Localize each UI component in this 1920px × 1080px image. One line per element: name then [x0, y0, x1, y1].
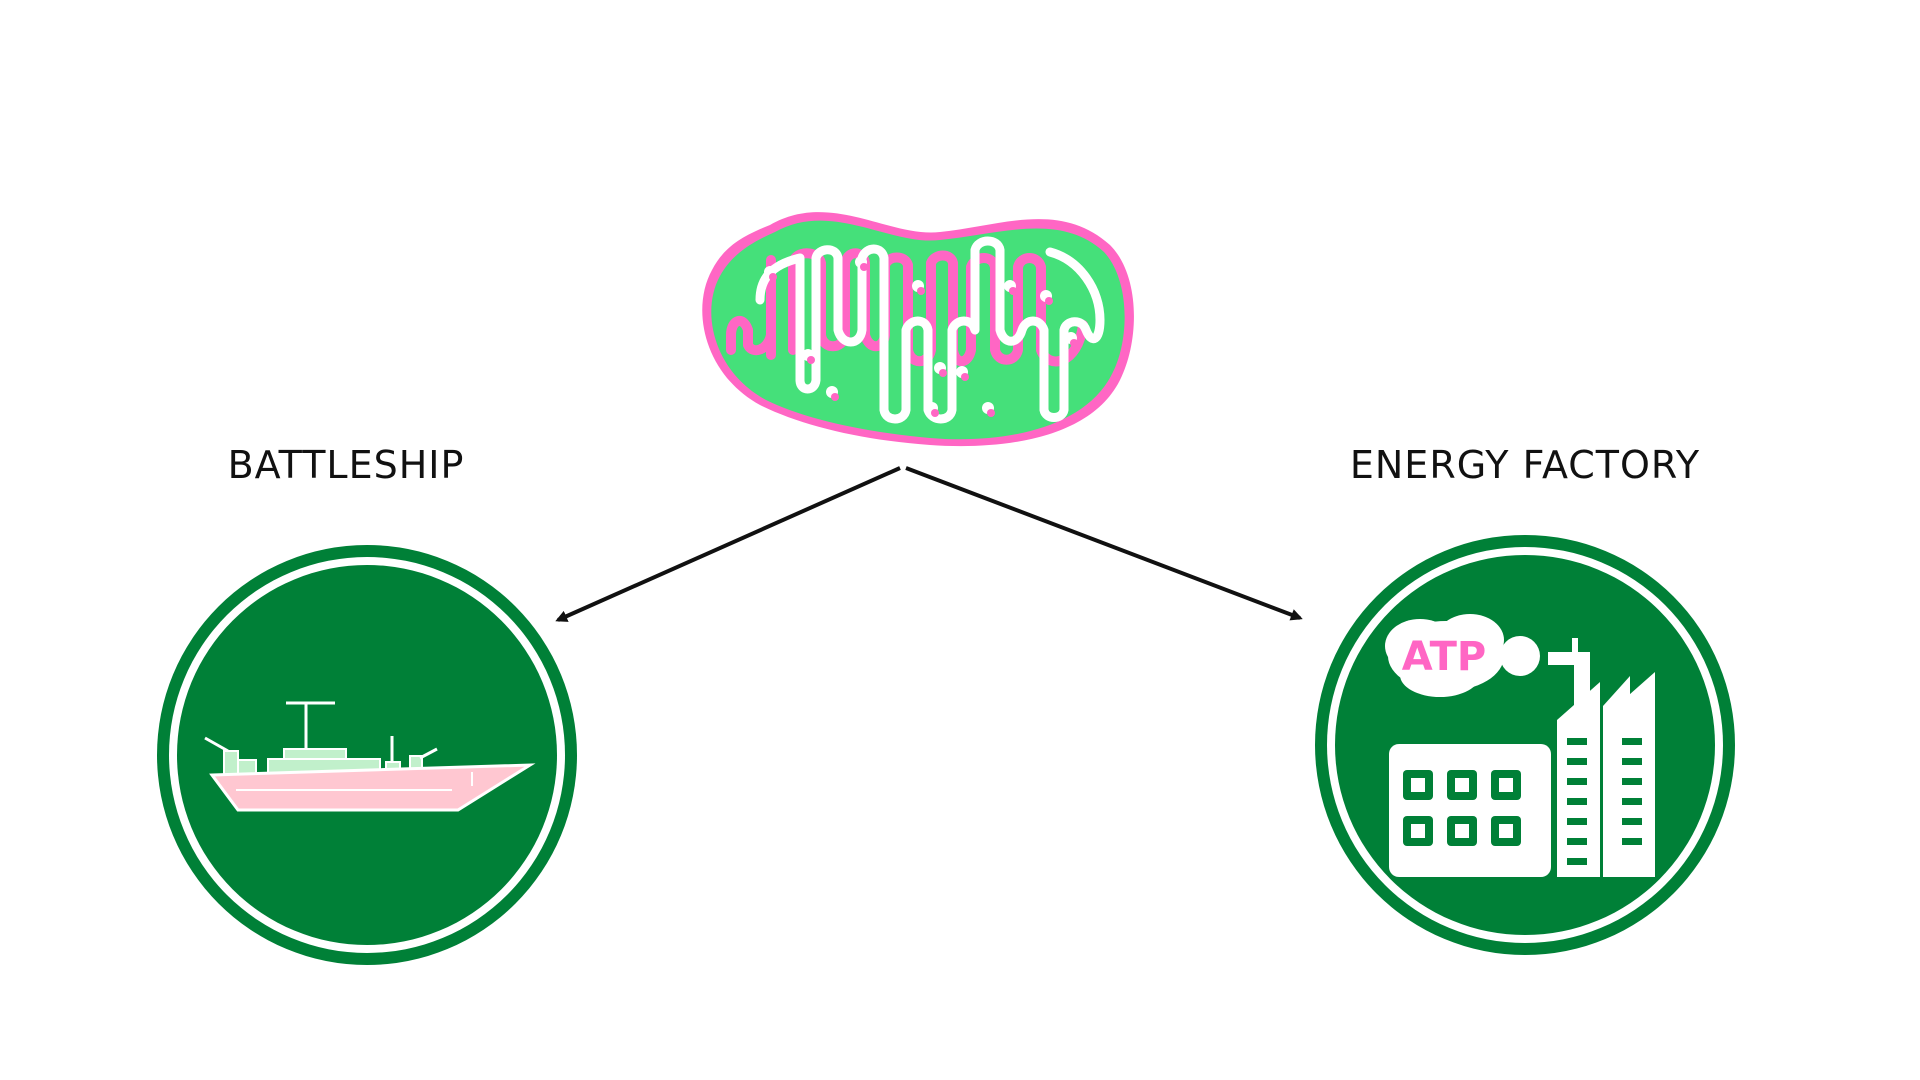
- cristae: [755, 236, 1105, 424]
- label-energy-factory: ENERGY FACTORY: [1350, 443, 1700, 487]
- granules: [764, 256, 1077, 414]
- mitochondrion-icon: [702, 212, 1134, 447]
- battleship-badge: [157, 545, 577, 965]
- smoke-cloud-icon: [1385, 614, 1540, 697]
- atp-label: ATP: [1402, 634, 1486, 680]
- label-battleship: BATTLESHIP: [228, 443, 465, 487]
- arrow-to-factory: [905, 466, 1303, 621]
- factory-badge: ATP: [1315, 535, 1735, 955]
- granule-shadows: [769, 263, 1078, 417]
- battleship-icon: [204, 701, 536, 812]
- arrow-to-battleship: [555, 466, 901, 622]
- factory-icon: ATP: [1385, 614, 1655, 879]
